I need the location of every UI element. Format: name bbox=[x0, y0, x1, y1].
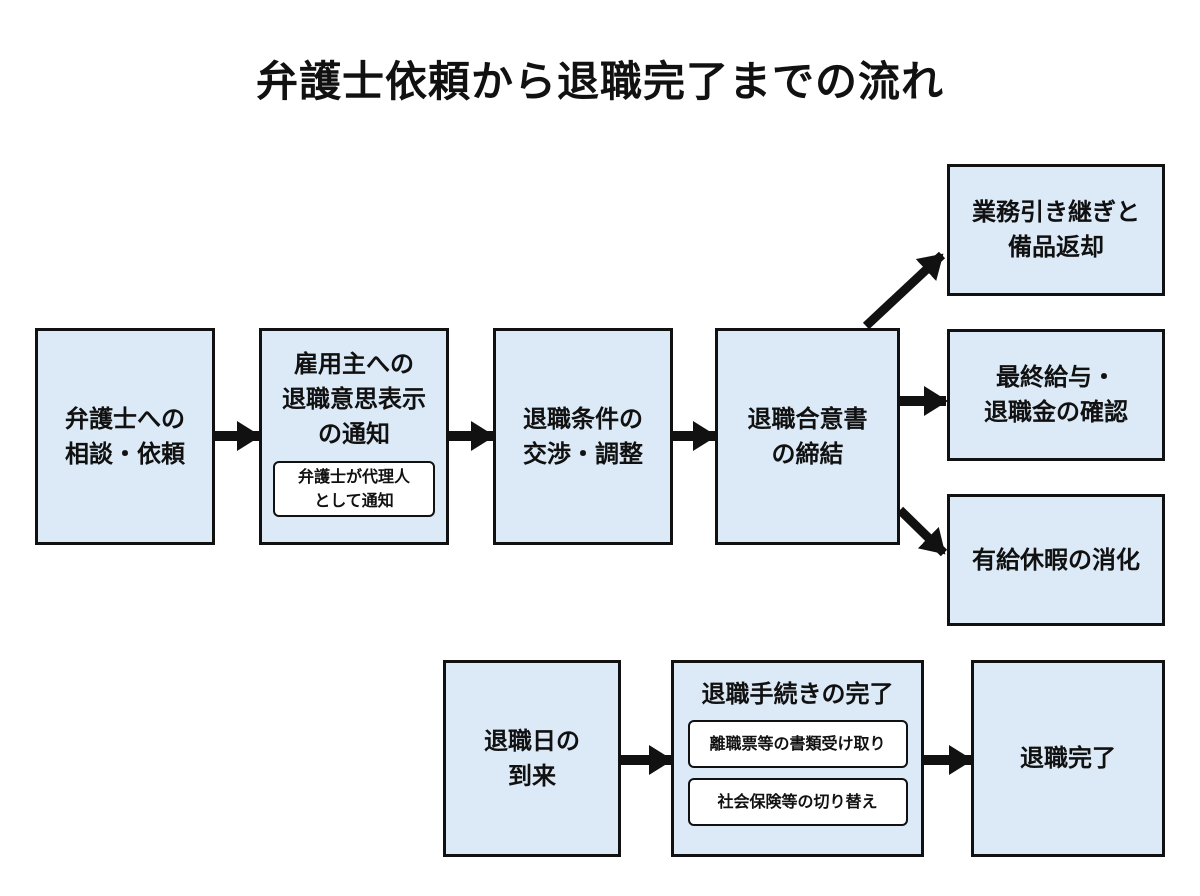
step-procedures-note-insurance: 社会保険等の切り替え bbox=[687, 777, 908, 826]
step-agreement-label: 退職合意書 の締結 bbox=[747, 404, 868, 468]
step-retire-day-label: 退職日の 到来 bbox=[484, 726, 580, 790]
step-negotiate-box: 退職条件の 交渉・調整 bbox=[493, 328, 673, 545]
step-notify-box: 雇用主への 退職意思表示 の通知 弁護士が代理人 として通知 bbox=[259, 328, 449, 545]
step-complete-label: 退職完了 bbox=[1020, 744, 1116, 773]
step-procedures-label: 退職手続きの完了 bbox=[701, 680, 894, 708]
step-handover-label: 業務引き継ぎと 備品返却 bbox=[972, 198, 1140, 261]
step-consult-label: 弁護士への 相談・依頼 bbox=[65, 404, 185, 468]
step-notify-note: 弁護士が代理人 として通知 bbox=[273, 461, 435, 518]
arrow-agreement-to-leave bbox=[896, 506, 948, 557]
step-complete-box: 退職完了 bbox=[971, 660, 1165, 857]
step-leave-label: 有給休暇の消化 bbox=[972, 545, 1140, 574]
step-notify-label: 雇用主への 退職意思表示 の通知 bbox=[282, 350, 426, 448]
diagram-title: 弁護士依頼から退職完了までの流れ bbox=[255, 57, 944, 106]
step-agreement-box: 退職合意書 の締結 bbox=[715, 328, 900, 545]
step-salary-label: 最終給与・ 退職金の確認 bbox=[984, 363, 1128, 426]
step-handover-box: 業務引き継ぎと 備品返却 bbox=[947, 164, 1165, 296]
step-procedures-box: 退職手続きの完了 離職票等の書類受け取り 社会保険等の切り替え bbox=[671, 660, 924, 857]
step-procedures-note-documents: 離職票等の書類受け取り bbox=[687, 719, 908, 768]
step-negotiate-label: 退職条件の 交渉・調整 bbox=[523, 404, 643, 468]
step-consult-box: 弁護士への 相談・依頼 bbox=[35, 328, 215, 545]
step-retire-day-box: 退職日の 到来 bbox=[443, 660, 621, 857]
step-salary-box: 最終給与・ 退職金の確認 bbox=[947, 329, 1165, 461]
step-leave-box: 有給休暇の消化 bbox=[947, 494, 1165, 626]
arrow-agreement-to-handover bbox=[862, 251, 946, 330]
